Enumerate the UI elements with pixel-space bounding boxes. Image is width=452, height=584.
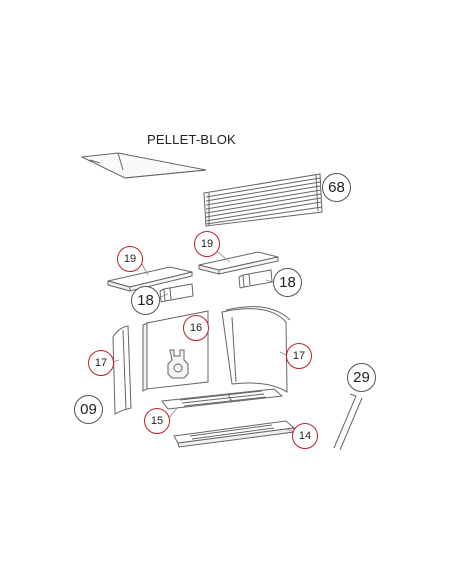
callout-18-right: 18 xyxy=(273,268,302,297)
callout-17-right: 17 xyxy=(286,343,312,369)
callout-19-left: 19 xyxy=(117,246,143,272)
ash-tray-part-14 xyxy=(173,420,296,448)
bracket-part-18-left xyxy=(159,283,194,303)
callout-19-right: 19 xyxy=(194,231,220,257)
ash-grate-part-15 xyxy=(161,388,284,410)
callout-09: 09 xyxy=(74,395,103,424)
callout-16: 16 xyxy=(183,315,209,341)
side-panel-part-17-right xyxy=(221,306,291,393)
rod-part-29 xyxy=(333,393,363,451)
callout-17-left: 17 xyxy=(88,350,114,376)
top-plate-part xyxy=(80,152,207,179)
callout-15: 15 xyxy=(144,408,170,434)
diagram-title: PELLET-BLOK xyxy=(147,132,236,147)
baffle-part-19-right xyxy=(198,251,279,275)
callout-18-left: 18 xyxy=(131,286,160,315)
callout-14: 14 xyxy=(292,423,318,449)
callout-29: 29 xyxy=(347,363,376,392)
callout-68: 68 xyxy=(322,173,351,202)
side-panel-part-17-left xyxy=(112,325,132,415)
bracket-part-18-right xyxy=(238,269,273,289)
grate-part-68 xyxy=(203,173,323,227)
